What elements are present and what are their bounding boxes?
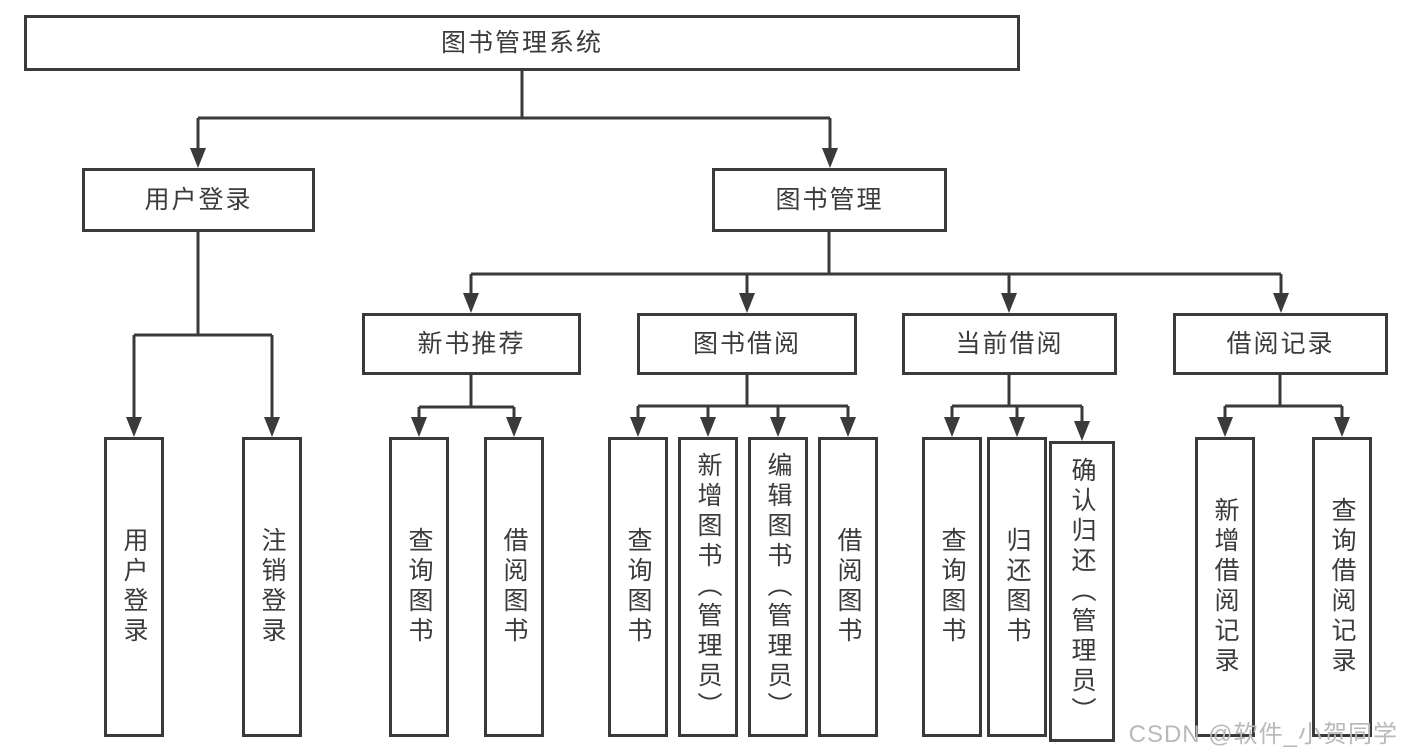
node-label: 当前借阅 bbox=[955, 330, 1064, 358]
node-label: 归还图书 bbox=[1003, 527, 1031, 647]
leaf-query-borrow-record: 查询借阅记录 bbox=[1312, 437, 1372, 737]
node-label: 图书借阅 bbox=[692, 330, 801, 358]
node-label: 查询图书 bbox=[624, 527, 652, 647]
leaf-query-books-borrowing: 查询图书 bbox=[608, 437, 668, 737]
leaf-add-book-admin: 新增图书（管理员） bbox=[678, 437, 738, 737]
leaf-query-books-recommend: 查询图书 bbox=[389, 437, 449, 737]
node-label: 新增借阅记录 bbox=[1211, 497, 1239, 677]
node-new-book-recommendation: 新书推荐 bbox=[362, 313, 581, 375]
leaf-confirm-return-admin: 确认归还（管理员） bbox=[1049, 441, 1115, 742]
node-label: 借阅图书 bbox=[834, 527, 862, 647]
node-current-borrowing: 当前借阅 bbox=[902, 313, 1117, 375]
leaf-borrow-books: 借阅图书 bbox=[818, 437, 878, 737]
node-label: 查询图书 bbox=[405, 527, 433, 647]
node-book-borrowing: 图书借阅 bbox=[637, 313, 857, 375]
node-label: 查询图书 bbox=[938, 527, 966, 647]
node-borrowing-records: 借阅记录 bbox=[1173, 313, 1388, 375]
leaf-query-books-current: 查询图书 bbox=[922, 437, 982, 737]
node-label: 图书管理系统 bbox=[440, 29, 603, 57]
node-label: 借阅图书 bbox=[500, 527, 528, 647]
node-label: 新增图书（管理员） bbox=[694, 452, 722, 722]
node-label: 用户登录 bbox=[120, 527, 148, 647]
node-label: 用户登录 bbox=[144, 186, 253, 214]
csdn-watermark: CSDN @软件_小贺同学 bbox=[1128, 721, 1398, 747]
node-library-management-system: 图书管理系统 bbox=[24, 15, 1020, 71]
connector-lines bbox=[132, 71, 1344, 424]
leaf-logout: 注销登录 bbox=[242, 437, 302, 737]
leaf-edit-book-admin: 编辑图书（管理员） bbox=[748, 437, 808, 737]
leaf-return-book: 归还图书 bbox=[987, 437, 1047, 737]
node-label: 新书推荐 bbox=[417, 330, 526, 358]
node-user-login: 用户登录 bbox=[82, 168, 315, 232]
leaf-user-login: 用户登录 bbox=[104, 437, 164, 737]
node-book-management: 图书管理 bbox=[712, 168, 947, 232]
node-label: 编辑图书（管理员） bbox=[764, 452, 792, 722]
node-label: 查询借阅记录 bbox=[1328, 497, 1356, 677]
arrowhead-icons bbox=[126, 148, 1350, 441]
leaf-add-borrow-record: 新增借阅记录 bbox=[1195, 437, 1255, 737]
node-label: 注销登录 bbox=[258, 527, 286, 647]
node-label: 图书管理 bbox=[775, 186, 884, 214]
node-label: 确认归还（管理员） bbox=[1068, 456, 1096, 727]
node-label: 借阅记录 bbox=[1226, 330, 1335, 358]
leaf-borrow-books-recommend: 借阅图书 bbox=[484, 437, 544, 737]
